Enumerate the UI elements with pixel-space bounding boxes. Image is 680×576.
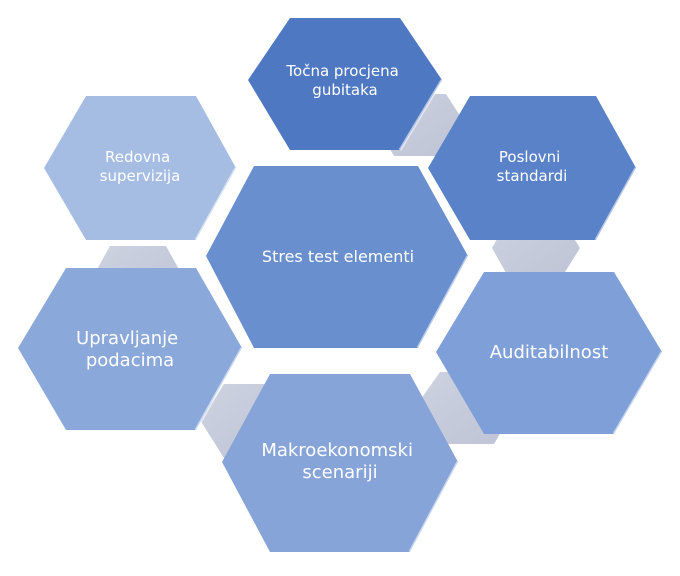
hexagon-upravljanje: Upravljanje podacima <box>18 268 244 431</box>
hexagon-shape <box>248 18 442 150</box>
hexagon-poslovni: Poslovni standardi <box>428 96 638 241</box>
hexagon-shape <box>18 268 242 430</box>
hexagon-tocna-label: Točna procjena gubitaka <box>285 62 403 99</box>
hexagon-auditabilnost-label: Auditabilnost <box>490 342 609 363</box>
hexagon-highlight <box>398 79 444 151</box>
hexagon-highlight <box>594 167 638 241</box>
hexagon-highlight <box>612 351 664 435</box>
hexagon-highlight <box>416 255 470 349</box>
hexagon-shape <box>428 96 636 240</box>
hexagon-highlight <box>194 167 238 241</box>
hexagon-poslovni-label: Poslovni standardi <box>497 148 568 185</box>
center-label: Stres test elementi <box>262 247 414 266</box>
hexagon-shape <box>44 96 236 240</box>
hexagon-makro: Makroekonomski scenariji <box>222 374 460 553</box>
hexagon-shape <box>206 166 468 348</box>
hexagon-center: Stres test elementi <box>206 166 470 349</box>
hexagon-upravljanje-label: Upravljanje podacima <box>76 328 184 371</box>
hexagon-shape <box>222 374 458 552</box>
hexagon-auditabilnost: Auditabilnost <box>436 272 664 435</box>
hexagon-highlight <box>194 347 244 431</box>
hexagon-makro-label: Makroekonomski scenariji <box>261 440 418 483</box>
hexagon-shape <box>436 272 662 434</box>
hexagon-redovna-label: Redovna supervizija <box>100 148 181 185</box>
hexagon-highlight <box>408 461 460 553</box>
hexagon-tocna: Točna procjena gubitaka <box>248 18 444 151</box>
hexagon-redovna: Redovna supervizija <box>44 96 238 241</box>
